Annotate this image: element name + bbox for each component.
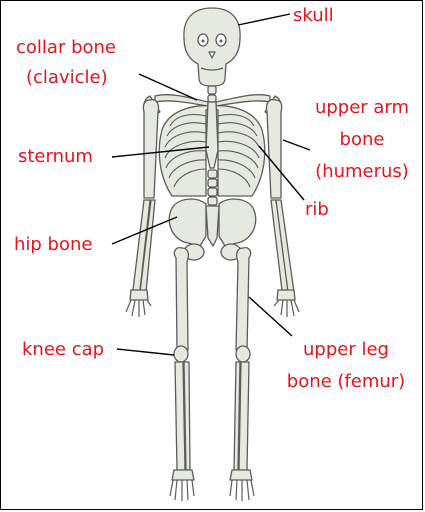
label-upper-leg: upper leg (276, 338, 416, 362)
label-upper-arm: upper arm (305, 96, 419, 120)
humerus-bone-right (266, 100, 281, 198)
sternum-bone (206, 102, 218, 168)
kneecap-bone-right (236, 346, 250, 362)
leader-line-skull (238, 14, 290, 25)
femur-bone (174, 248, 188, 350)
skull-bone (184, 8, 240, 86)
clavicle-bone (155, 95, 208, 106)
label-hip-bone: hip bone (14, 233, 92, 257)
label-clavicle: (clavicle) (26, 66, 108, 90)
label-upper-arm-bone: bone (305, 128, 419, 152)
leader-line-knee (117, 349, 174, 355)
clavicle-bone-right (216, 95, 270, 106)
label-skull: skull (293, 4, 334, 28)
label-humerus: (humerus) (305, 160, 419, 184)
hip-bone-right (219, 199, 256, 246)
label-rib: rib (305, 198, 329, 222)
label-collar-bone: collar bone (16, 36, 116, 60)
femur-bone-right (236, 248, 251, 350)
leader-line-femur (249, 297, 292, 336)
hip-bone (169, 199, 206, 246)
label-sternum: sternum (18, 145, 93, 169)
kneecap-bone (174, 346, 188, 362)
label-femur: bone (femur) (276, 370, 416, 394)
humerus-bone (143, 100, 158, 198)
label-knee-cap: knee cap (22, 338, 104, 362)
